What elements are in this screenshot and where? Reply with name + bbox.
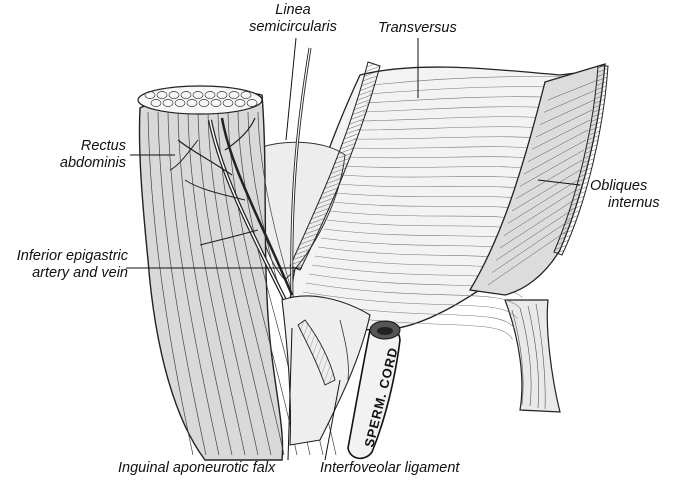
fibre-line (302, 291, 518, 319)
fibre-line (187, 111, 246, 456)
fibre-line (177, 111, 233, 456)
fibre-line (305, 282, 521, 309)
fibre-line (174, 99, 186, 107)
label-linea-semicircularis: Linea semicircularis (238, 2, 348, 36)
fibre-line (523, 139, 587, 175)
fibre-line (234, 99, 246, 107)
leader-lines (126, 37, 581, 461)
fibre-line (168, 91, 180, 99)
label-rectus-line2: abdominis (59, 155, 126, 171)
label-rectus-line1: Rectus (80, 138, 126, 154)
fibre-line (186, 99, 198, 107)
fibre-line (503, 189, 577, 236)
label-transversus: Transversus (378, 20, 457, 36)
fibre-line (535, 109, 593, 138)
fibre-line (162, 99, 174, 107)
label-linea-line2: semicircularis (249, 19, 337, 35)
fibre-line (495, 209, 573, 261)
interfoveolar-ligament-shape (297, 319, 336, 386)
fibre-line (240, 91, 252, 99)
fibre-line (519, 149, 585, 187)
fibre-line (527, 129, 589, 162)
fibre-line (515, 159, 583, 199)
label-epigastric-line1: Inferior epigastric (16, 248, 128, 264)
label-inferior-epigastric: Inferior epigastric artery and vein (0, 248, 128, 282)
label-inguinal-falx: Inguinal aponeurotic falx (118, 460, 276, 476)
fibre-line (207, 111, 272, 456)
fibre-line (192, 91, 204, 99)
fibre-line (547, 79, 599, 101)
fibre-line (491, 219, 571, 273)
obliques-cut-edge (553, 65, 609, 256)
fibre-line (487, 229, 569, 286)
rectus-abdominis-muscle (138, 91, 284, 461)
fibre-line (246, 99, 258, 107)
label-rectus-abdominis: Rectus abdominis (34, 138, 126, 172)
fibre-line (222, 99, 234, 107)
fibre-line (210, 99, 222, 107)
fibre-line (144, 91, 156, 99)
fibre-line (499, 199, 575, 249)
fibre-line (198, 99, 210, 107)
fibre-line (507, 179, 579, 224)
fibre-line (511, 169, 581, 212)
fibre-line (228, 91, 240, 99)
fibre-line (180, 91, 192, 99)
label-linea-line1: Linea (275, 2, 311, 18)
label-obliques-internus: Obliques internus (590, 178, 660, 212)
fibre-line (543, 89, 597, 113)
label-epigastric-line2: artery and vein (32, 265, 128, 281)
rectus-cut-surface (137, 85, 263, 115)
fibre-line (539, 99, 595, 125)
fibre-line (371, 76, 576, 86)
label-obliques-line2: internus (608, 195, 660, 211)
thigh-stub (504, 299, 561, 413)
fibre-line (204, 91, 216, 99)
epigastric-vessels (169, 47, 312, 301)
label-interfoveolar-ligament: Interfoveolar ligament (320, 460, 460, 476)
cut-aponeurosis-strip (289, 61, 381, 271)
label-obliques-line1: Obliques (590, 178, 648, 194)
fibre-line (150, 99, 162, 107)
fibre-line (156, 91, 168, 99)
fibre-line (531, 119, 591, 150)
fibre-line (216, 91, 228, 99)
